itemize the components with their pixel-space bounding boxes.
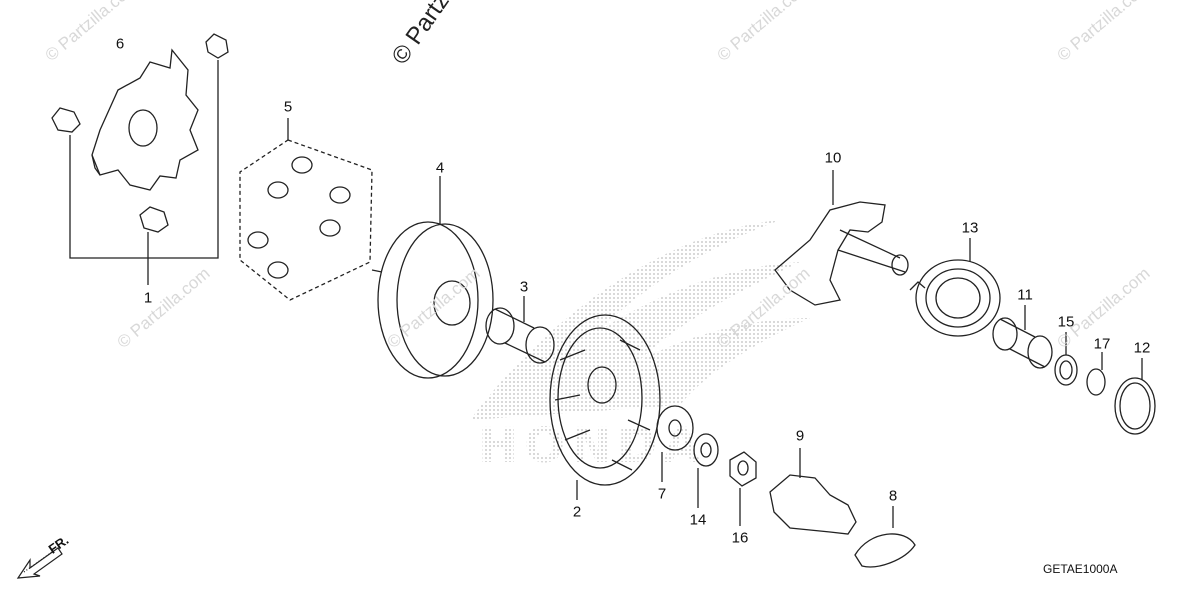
circlip-part17	[1086, 352, 1106, 396]
callout-13: 13	[961, 219, 979, 237]
drive-face-part4	[371, 176, 494, 379]
seal-ring-part12	[1114, 358, 1156, 435]
plate-part7	[656, 405, 694, 482]
diagram-code: GETAE1000A	[1043, 562, 1118, 576]
svg-text:HONDA: HONDA	[478, 418, 706, 474]
callout-2: 2	[572, 503, 582, 521]
weight-rollers-part5	[239, 118, 373, 301]
fan-movable-face-part2	[549, 314, 661, 500]
starter-driven-gear-part9	[769, 448, 857, 535]
callout-6: 6	[115, 35, 125, 53]
callout-11: 11	[1017, 286, 1033, 304]
callout-14: 14	[689, 511, 707, 529]
kick-spring-part13	[909, 238, 1001, 337]
callout-5: 5	[283, 98, 293, 116]
kick-starter-spindle-part10	[774, 170, 909, 306]
nut-part16	[729, 451, 757, 526]
clip-part8	[854, 506, 916, 568]
callout-3: 3	[519, 278, 529, 296]
callout-15: 15	[1057, 313, 1075, 331]
bushing-part11	[992, 305, 1053, 369]
callout-17: 17	[1093, 335, 1111, 353]
callout-9: 9	[795, 427, 805, 445]
callout-16: 16	[731, 529, 749, 547]
callout-1: 1	[143, 289, 153, 307]
callout-12: 12	[1133, 339, 1151, 357]
ramp-plate-part6	[91, 48, 199, 191]
washer-part15	[1054, 332, 1078, 386]
collar-part3	[485, 296, 555, 364]
washer-part14	[693, 433, 719, 508]
slide-guides-part1	[51, 33, 229, 285]
callout-7: 7	[657, 485, 667, 503]
callout-8: 8	[888, 487, 898, 505]
front-direction-arrow	[16, 547, 63, 579]
callout-4: 4	[435, 159, 445, 177]
callout-10: 10	[824, 149, 842, 167]
